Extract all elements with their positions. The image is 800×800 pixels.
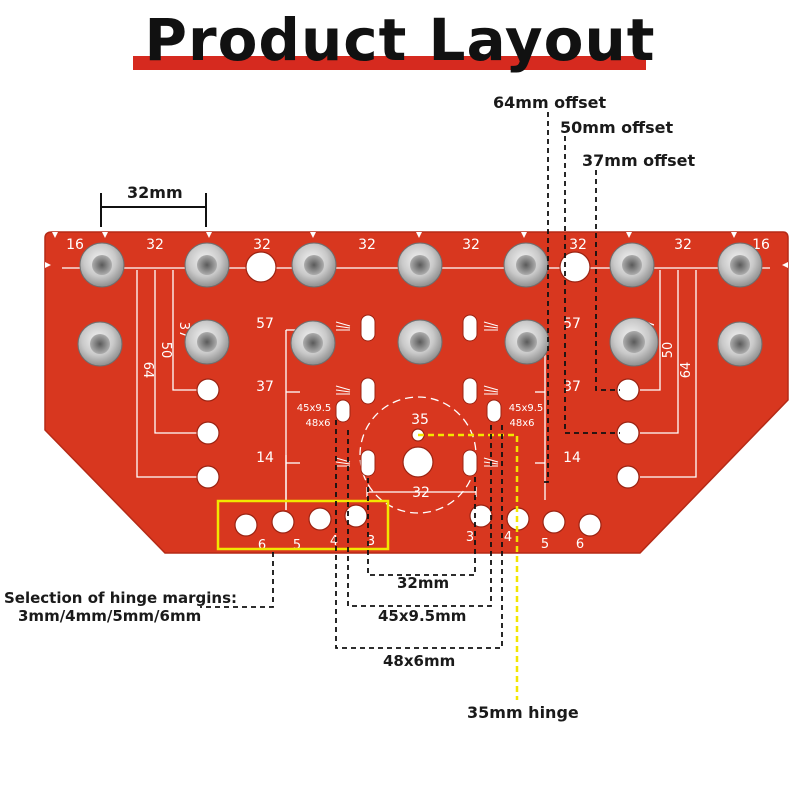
bushing bbox=[717, 321, 763, 367]
hole bbox=[616, 465, 640, 489]
dim-48x6-label: 48x6mm bbox=[383, 652, 456, 670]
margin-hole bbox=[542, 510, 566, 534]
slot bbox=[360, 314, 376, 342]
dim-45x95-label: 45x9.5mm bbox=[378, 607, 467, 625]
slot bbox=[360, 377, 376, 405]
bushing bbox=[290, 320, 336, 366]
margin-number: 5 bbox=[293, 538, 301, 553]
title-area: Product Layout bbox=[0, 0, 800, 80]
margin-hole bbox=[578, 513, 602, 537]
margin-hole bbox=[344, 504, 368, 528]
margin-number: 5 bbox=[541, 537, 549, 552]
spacing-label: 32 bbox=[146, 237, 164, 253]
hole bbox=[196, 378, 220, 402]
slot-mark: 48x6 bbox=[509, 418, 534, 429]
bushing bbox=[79, 242, 125, 288]
bottom-spacing-label: 32 bbox=[412, 485, 430, 501]
hinge-margin-selection-box bbox=[216, 499, 390, 551]
bushing bbox=[184, 242, 230, 288]
slot-mark: 48x6 bbox=[305, 418, 330, 429]
bushing bbox=[397, 242, 443, 288]
spacing-label: 16 bbox=[66, 237, 84, 253]
callout-leaders bbox=[200, 112, 620, 649]
slots bbox=[335, 314, 502, 477]
slot bbox=[486, 399, 502, 423]
row-mark: 57 bbox=[256, 316, 274, 332]
slot-mark: 45x9.5 bbox=[509, 403, 544, 414]
hole bbox=[616, 378, 640, 402]
dim-32mm-label: 32mm bbox=[397, 574, 450, 592]
spacing-label: 32 bbox=[569, 237, 587, 253]
slot bbox=[462, 449, 478, 477]
bushing bbox=[184, 319, 230, 365]
bushing bbox=[609, 242, 655, 288]
row-mark: 14 bbox=[256, 450, 274, 466]
margin-hole bbox=[271, 510, 295, 534]
margin-number: 3 bbox=[367, 534, 375, 549]
center-hole-label: 35 bbox=[411, 412, 429, 428]
margin-number: 6 bbox=[576, 537, 584, 552]
offset-50-label: 50mm offset bbox=[560, 118, 674, 137]
spacing-label: 32 bbox=[358, 237, 376, 253]
hole bbox=[402, 446, 434, 478]
spacing-label: 32 bbox=[674, 237, 692, 253]
edge-notches bbox=[45, 232, 788, 268]
bushing bbox=[503, 242, 549, 288]
hinge-35mm-label: 35mm hinge bbox=[467, 703, 579, 722]
hole bbox=[616, 421, 640, 445]
bushing bbox=[397, 319, 443, 365]
bushing bbox=[504, 319, 550, 365]
hole bbox=[559, 251, 591, 283]
bushing bbox=[77, 321, 123, 367]
bushing bbox=[717, 242, 763, 288]
bushing bbox=[291, 242, 337, 288]
holes bbox=[196, 251, 640, 537]
slot bbox=[462, 377, 478, 405]
margin-hole bbox=[234, 513, 258, 537]
margin-hole bbox=[308, 507, 332, 531]
offset-37-label: 37mm offset bbox=[582, 151, 696, 170]
offset-label: 64 bbox=[679, 362, 694, 379]
spacing-label: 32 bbox=[253, 237, 271, 253]
title-underline bbox=[133, 56, 646, 70]
hole bbox=[245, 251, 277, 283]
margin-number: 4 bbox=[504, 530, 512, 545]
margin-hole bbox=[469, 504, 493, 528]
hinge-35-leader bbox=[418, 433, 519, 700]
bushings bbox=[77, 242, 763, 367]
row-mark: 57 bbox=[563, 316, 581, 332]
offset-label: 50 bbox=[661, 342, 676, 359]
slot-mark: 45x9.5 bbox=[297, 403, 332, 414]
slot bbox=[462, 314, 478, 342]
span-32mm-bracket bbox=[100, 193, 207, 227]
slot bbox=[335, 399, 351, 423]
offset-label: 50 bbox=[158, 342, 173, 359]
margin-number: 6 bbox=[258, 538, 266, 553]
slot bbox=[360, 449, 376, 477]
row-mark: 37 bbox=[563, 379, 581, 395]
hole bbox=[196, 465, 220, 489]
bushing bbox=[609, 317, 659, 367]
row-mark: 14 bbox=[563, 450, 581, 466]
offset-label: 64 bbox=[140, 362, 155, 379]
hinge-margins-values: 3mm/4mm/5mm/6mm bbox=[18, 607, 202, 625]
margin-number: 4 bbox=[330, 534, 338, 549]
hole bbox=[196, 421, 220, 445]
margin-number: 3 bbox=[466, 530, 474, 545]
offset-64-label: 64mm offset bbox=[493, 93, 607, 112]
spacing-label: 16 bbox=[752, 237, 770, 253]
jig-plate bbox=[44, 231, 789, 554]
page-title: Product Layout bbox=[144, 6, 656, 74]
row-mark: 37 bbox=[256, 379, 274, 395]
spacing-label: 32 bbox=[462, 237, 480, 253]
hinge-margins-caption: Selection of hinge margins: bbox=[4, 589, 238, 607]
span-32mm-label: 32mm bbox=[127, 183, 183, 202]
